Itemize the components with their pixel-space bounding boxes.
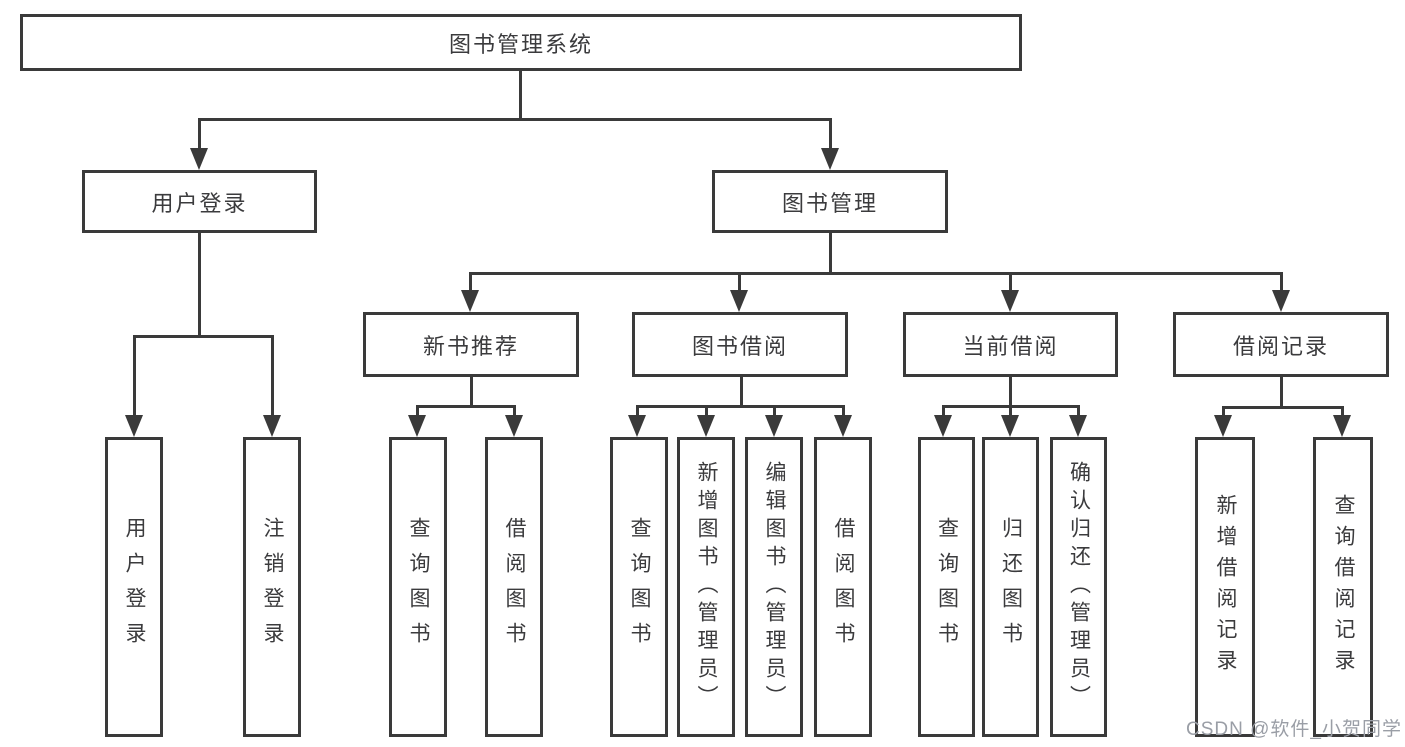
connector-curborrow-drop [942, 405, 945, 417]
arrow-down-icon [461, 290, 479, 312]
node-user-login: 用户登录 [82, 170, 317, 233]
arrow-down-icon [1001, 290, 1019, 312]
connector-bookborrow-drop [773, 405, 776, 417]
leaf-current-confirm-return-admin: 确认归还（管理员） [1050, 437, 1107, 737]
arrow-down-icon [1272, 290, 1290, 312]
node-book-management: 图书管理 [712, 170, 948, 233]
node-book-management-system: 图书管理系统 [20, 14, 1022, 71]
connector-bookborrow-drop [705, 405, 708, 417]
connector-borrowrec-drop [1341, 406, 1344, 417]
arrow-down-icon [628, 415, 646, 437]
leaf-logout-login: 注销登录 [243, 437, 301, 737]
arrow-down-icon [1069, 415, 1087, 437]
connector-bookborrow-drop [842, 405, 845, 417]
connector-root-hbar [198, 118, 831, 121]
arrow-down-icon [765, 415, 783, 437]
connector-borrowrec-drop [1222, 406, 1225, 417]
connector-newbook-drop [513, 405, 516, 417]
arrow-down-icon [190, 148, 208, 170]
leaf-borrowing-edit-books-admin: 编辑图书（管理员） [745, 437, 803, 737]
connector-userlogin-stem [198, 233, 201, 335]
leaf-current-return-books: 归还图书 [982, 437, 1039, 737]
leaf-newbook-query-books: 查询图书 [389, 437, 447, 737]
arrow-down-icon [934, 415, 952, 437]
arrow-down-icon [505, 415, 523, 437]
connector-userlogin-drop [271, 335, 274, 417]
csdn-watermark: CSDN @软件_小贺同学 [1186, 719, 1402, 740]
connector-curborrow-drop [1009, 405, 1012, 417]
leaf-newbook-borrow-books: 借阅图书 [485, 437, 543, 737]
connector-root-right-drop [829, 118, 832, 150]
connector-bookborrow-stem [740, 377, 743, 406]
arrow-down-icon [1214, 415, 1232, 437]
connector-newbook-drop [416, 405, 419, 417]
connector-borrowrec-stem [1280, 377, 1283, 407]
connector-curborrow-stem [1009, 377, 1012, 406]
arrow-down-icon [1001, 415, 1019, 437]
connector-bookmgmt-drop [469, 272, 472, 292]
connector-bookmgmt-drop [1280, 272, 1283, 292]
connector-bookmgmt-drop [1009, 272, 1012, 292]
leaf-records-query-borrow-record: 查询借阅记录 [1313, 437, 1373, 737]
arrow-down-icon [125, 415, 143, 437]
connector-bookmgmt-hbar [469, 272, 1283, 275]
connector-userlogin-drop [133, 335, 136, 417]
arrow-down-icon [408, 415, 426, 437]
leaf-records-add-borrow-record: 新增借阅记录 [1195, 437, 1255, 737]
connector-bookmgmt-stem [829, 233, 832, 274]
arrow-down-icon [821, 148, 839, 170]
arrow-down-icon [730, 290, 748, 312]
connector-root-stem [519, 71, 522, 118]
connector-userlogin-hbar [133, 335, 274, 338]
leaf-borrowing-query-books: 查询图书 [610, 437, 668, 737]
arrow-down-icon [834, 415, 852, 437]
connector-bookmgmt-drop [738, 272, 741, 292]
leaf-current-query-books: 查询图书 [918, 437, 975, 737]
node-book-borrowing: 图书借阅 [632, 312, 848, 377]
node-borrowing-records: 借阅记录 [1173, 312, 1389, 377]
connector-bookborrow-hbar [636, 405, 845, 408]
arrow-down-icon [697, 415, 715, 437]
leaf-borrowing-add-books-admin: 新增图书（管理员） [677, 437, 735, 737]
connector-borrowrec-hbar [1222, 406, 1344, 409]
connector-root-left-drop [198, 118, 201, 150]
leaf-borrowing-borrow-books: 借阅图书 [814, 437, 872, 737]
leaf-user-login: 用户登录 [105, 437, 163, 737]
arrow-down-icon [1333, 415, 1351, 437]
connector-curborrow-drop [1077, 405, 1080, 417]
arrow-down-icon [263, 415, 281, 437]
node-current-borrowing: 当前借阅 [903, 312, 1118, 377]
connector-newbook-hbar [416, 405, 516, 408]
connector-bookborrow-drop [636, 405, 639, 417]
connector-newbook-stem [470, 377, 473, 406]
node-new-book-recommend: 新书推荐 [363, 312, 579, 377]
